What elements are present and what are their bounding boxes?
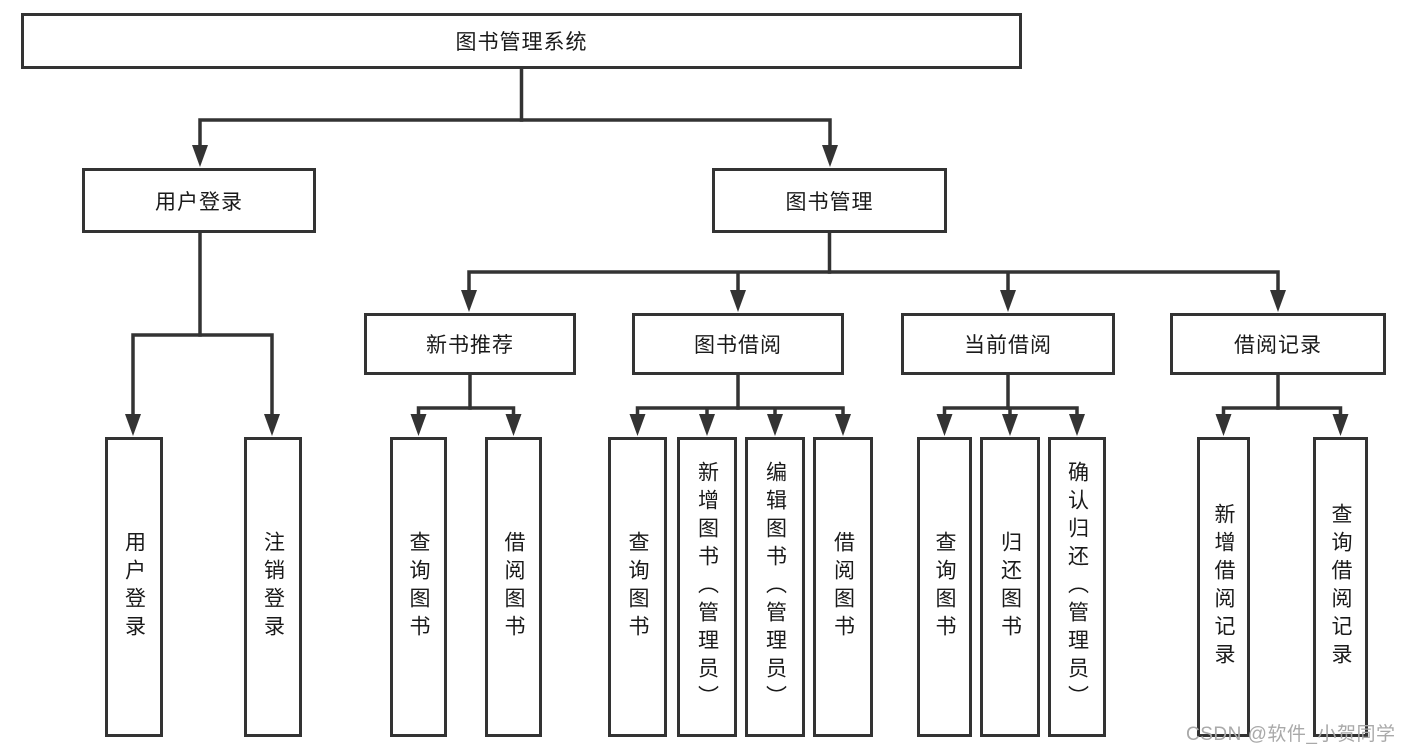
node-root-system: 图书管理系统 xyxy=(21,13,1022,69)
arrowheads xyxy=(125,145,1349,436)
leaf-label: 编辑图书（管理员） xyxy=(763,461,787,713)
leaf-label: 确认归还（管理员） xyxy=(1065,461,1089,713)
leaf-query-borrow-record: 查询借阅记录 xyxy=(1313,437,1368,737)
node-new-book-recommend: 新书推荐 xyxy=(364,313,576,375)
leaf-label: 借阅图书 xyxy=(831,531,855,643)
leaf-confirm-return-admin: 确认归还（管理员） xyxy=(1048,437,1106,737)
node-label: 新书推荐 xyxy=(426,334,514,357)
leaf-user-login: 用户登录 xyxy=(105,437,163,737)
leaf-label: 注销登录 xyxy=(261,531,285,643)
leaf-label: 借阅图书 xyxy=(502,531,525,643)
leaf-add-books-admin: 新增图书（管理员） xyxy=(677,437,737,737)
leaf-add-borrow-record: 新增借阅记录 xyxy=(1197,437,1250,737)
node-label: 当前借阅 xyxy=(964,334,1052,357)
leaf-label: 查询借阅记录 xyxy=(1329,503,1352,671)
leaf-label: 查询图书 xyxy=(626,531,649,643)
leaf-label: 查询图书 xyxy=(407,531,430,643)
node-label: 借阅记录 xyxy=(1234,334,1322,357)
node-book-management-branch: 图书管理 xyxy=(712,168,947,233)
leaf-label: 归还图书 xyxy=(998,531,1022,643)
leaf-borrow-books-recommend: 借阅图书 xyxy=(485,437,542,737)
leaf-return-books: 归还图书 xyxy=(980,437,1040,737)
node-current-borrowing: 当前借阅 xyxy=(901,313,1115,375)
leaf-label: 新增借阅记录 xyxy=(1212,503,1235,671)
node-label: 图书管理系统 xyxy=(455,31,588,54)
leaf-edit-books-admin: 编辑图书（管理员） xyxy=(745,437,805,737)
node-borrowing-records: 借阅记录 xyxy=(1170,313,1386,375)
leaf-label: 查询图书 xyxy=(933,531,956,643)
leaf-logout: 注销登录 xyxy=(244,437,302,737)
node-label: 图书管理 xyxy=(785,190,874,214)
leaf-query-books-borrow: 查询图书 xyxy=(608,437,667,737)
leaf-query-books-recommend: 查询图书 xyxy=(390,437,447,737)
leaf-label: 用户登录 xyxy=(122,531,146,643)
node-book-borrowing: 图书借阅 xyxy=(632,313,844,375)
node-label: 图书借阅 xyxy=(694,334,782,357)
leaf-borrow-books: 借阅图书 xyxy=(813,437,873,737)
leaf-query-books-current: 查询图书 xyxy=(917,437,972,737)
leaf-label: 新增图书（管理员） xyxy=(695,461,719,713)
node-label: 用户登录 xyxy=(155,190,243,214)
csdn-watermark: CSDN @软件_小贺同学 xyxy=(1186,724,1396,745)
node-user-login-branch: 用户登录 xyxy=(82,168,316,233)
